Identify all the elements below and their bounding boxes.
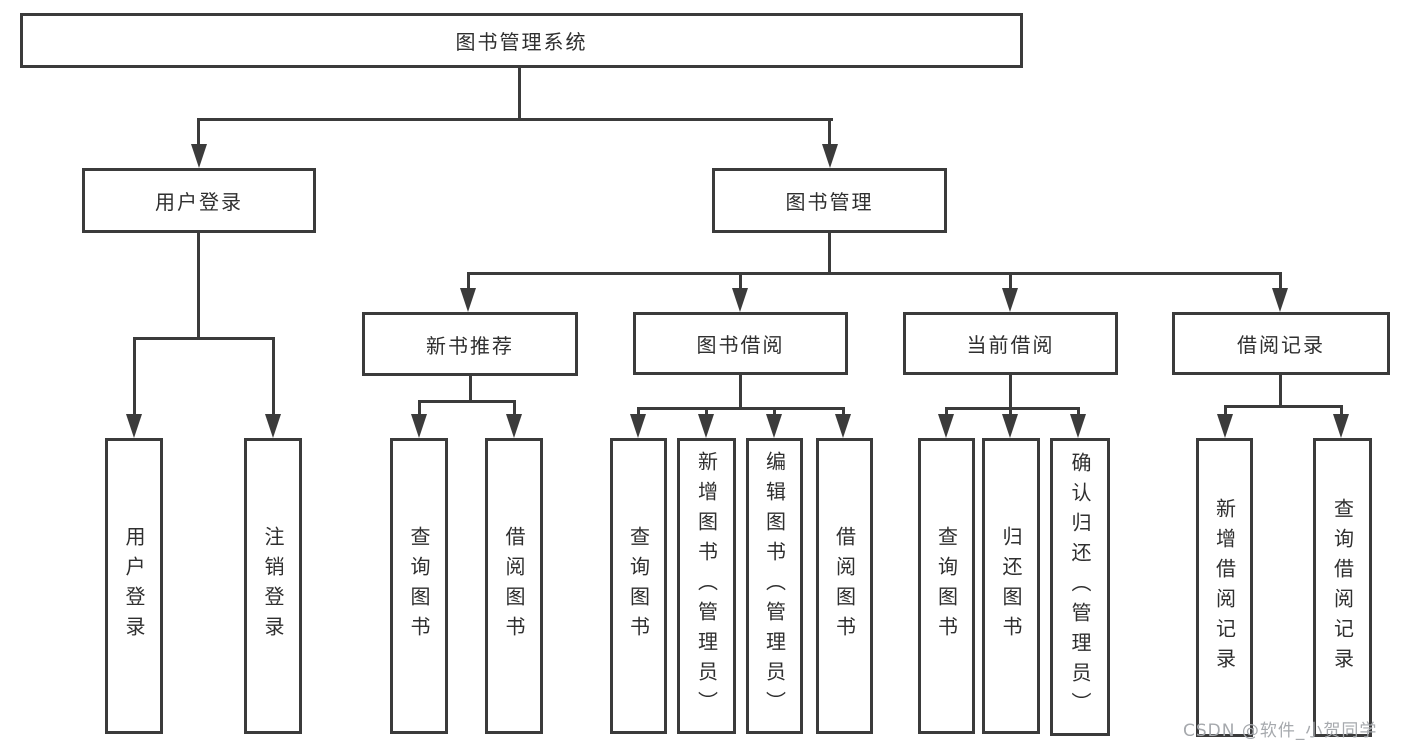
node-borrow-records-label: 借阅记录 — [1237, 333, 1325, 357]
arrow-down-icon — [732, 288, 748, 312]
edge-to-bb-query — [637, 410, 640, 416]
arrow-down-icon — [1070, 414, 1086, 438]
leaf-newbook-query: 查询图书 — [390, 438, 448, 734]
leaf-borrow-borrow-book-label: 借阅图书 — [832, 526, 857, 646]
node-new-book-recommend: 新书推荐 — [362, 312, 578, 376]
arrow-down-icon — [1333, 414, 1349, 438]
edge-userlogin-stem — [197, 233, 200, 337]
node-book-management: 图书管理 — [712, 168, 947, 233]
edge-bookborrow-rail — [637, 407, 845, 410]
leaf-borrow-query: 查询图书 — [610, 438, 667, 734]
node-book-borrow: 图书借阅 — [633, 312, 848, 375]
arrow-down-icon — [460, 288, 476, 312]
arrow-down-icon — [822, 144, 838, 168]
arrow-down-icon — [1002, 288, 1018, 312]
leaf-current-confirm-return-label: 确认归还（管理员） — [1068, 452, 1092, 722]
arrow-down-icon — [265, 414, 281, 438]
leaf-record-add: 新增借阅记录 — [1196, 438, 1253, 737]
arrow-down-icon — [1217, 414, 1233, 438]
arrow-down-icon — [126, 414, 142, 438]
edge-root-rail — [197, 118, 833, 121]
leaf-record-query-label: 查询借阅记录 — [1330, 497, 1355, 678]
edge-to-leaf-login — [133, 340, 136, 416]
edge-newbook-stem — [469, 376, 472, 400]
leaf-record-add-label: 新增借阅记录 — [1212, 497, 1237, 678]
node-book-borrow-label: 图书借阅 — [696, 333, 785, 357]
node-book-management-label: 图书管理 — [785, 190, 874, 214]
edge-bookmgmt-stem — [828, 233, 831, 272]
edge-newbook-rail — [418, 400, 516, 403]
arrow-down-icon — [630, 414, 646, 438]
leaf-current-confirm-return: 确认归还（管理员） — [1050, 438, 1110, 736]
edge-to-cb-confirm — [1077, 410, 1080, 416]
arrow-down-icon — [698, 414, 714, 438]
edge-to-bb-edit — [773, 410, 776, 416]
edge-to-rec-add — [1224, 408, 1227, 416]
edge-to-bb-add — [705, 410, 708, 416]
edge-to-new-book — [467, 275, 470, 290]
node-new-book-recommend-label: 新书推荐 — [426, 333, 514, 358]
leaf-current-query: 查询图书 — [918, 438, 975, 734]
edge-to-book-management — [828, 121, 831, 147]
leaf-logout-label: 注销登录 — [261, 526, 285, 646]
edge-to-cb-return — [1009, 410, 1012, 416]
edge-to-user-login — [197, 121, 200, 147]
edge-bookmgmt-rail — [467, 272, 1282, 275]
arrow-down-icon — [938, 414, 954, 438]
arrow-down-icon — [411, 414, 427, 438]
edge-to-nb-borrow — [513, 403, 516, 416]
edge-to-current-borrow — [1009, 275, 1012, 290]
edge-records-stem — [1279, 375, 1282, 405]
edge-root-stem — [518, 68, 521, 118]
node-current-borrow-label: 当前借阅 — [966, 333, 1055, 357]
edge-records-rail — [1224, 405, 1343, 408]
csdn-watermark: CSDN @软件_小贺同学 — [1183, 721, 1378, 741]
edge-currentborrow-stem — [1009, 375, 1012, 407]
edge-to-book-borrow — [739, 275, 742, 290]
leaf-current-query-label: 查询图书 — [934, 526, 959, 646]
leaf-user-login: 用户登录 — [105, 438, 163, 734]
edge-to-cb-query — [945, 410, 948, 416]
edge-to-rec-query — [1340, 408, 1343, 416]
edge-userlogin-rail — [133, 337, 275, 340]
arrow-down-icon — [1002, 414, 1018, 438]
leaf-borrow-query-label: 查询图书 — [626, 526, 651, 646]
node-current-borrow: 当前借阅 — [903, 312, 1118, 375]
arrow-down-icon — [506, 414, 522, 438]
leaf-user-login-label: 用户登录 — [122, 526, 146, 646]
leaf-borrow-add-book: 新增图书（管理员） — [677, 438, 736, 734]
node-root: 图书管理系统 — [20, 13, 1023, 68]
leaf-record-query: 查询借阅记录 — [1313, 438, 1372, 737]
arrow-down-icon — [191, 144, 207, 168]
node-user-login: 用户登录 — [82, 168, 316, 233]
arrow-down-icon — [1272, 288, 1288, 312]
arrow-down-icon — [766, 414, 782, 438]
leaf-borrow-add-book-label: 新增图书（管理员） — [694, 451, 719, 721]
node-root-label: 图书管理系统 — [455, 30, 588, 54]
arrow-down-icon — [835, 414, 851, 438]
edge-to-borrow-records — [1279, 275, 1282, 290]
leaf-current-return: 归还图书 — [982, 438, 1040, 734]
node-user-login-label: 用户登录 — [155, 190, 243, 214]
leaf-newbook-borrow-label: 借阅图书 — [502, 526, 526, 646]
leaf-borrow-edit-book: 编辑图书（管理员） — [746, 438, 803, 734]
leaf-borrow-edit-book-label: 编辑图书（管理员） — [762, 451, 787, 721]
node-borrow-records: 借阅记录 — [1172, 312, 1390, 375]
edge-bookborrow-stem — [739, 375, 742, 407]
leaf-logout: 注销登录 — [244, 438, 302, 734]
edge-to-leaf-logout — [272, 340, 275, 416]
edge-to-bb-borrow — [842, 410, 845, 416]
edge-currentborrow-rail — [945, 407, 1080, 410]
leaf-current-return-label: 归还图书 — [999, 526, 1023, 646]
edge-to-nb-query — [418, 403, 421, 416]
leaf-borrow-borrow-book: 借阅图书 — [816, 438, 873, 734]
leaf-newbook-query-label: 查询图书 — [407, 526, 431, 646]
leaf-newbook-borrow: 借阅图书 — [485, 438, 543, 734]
